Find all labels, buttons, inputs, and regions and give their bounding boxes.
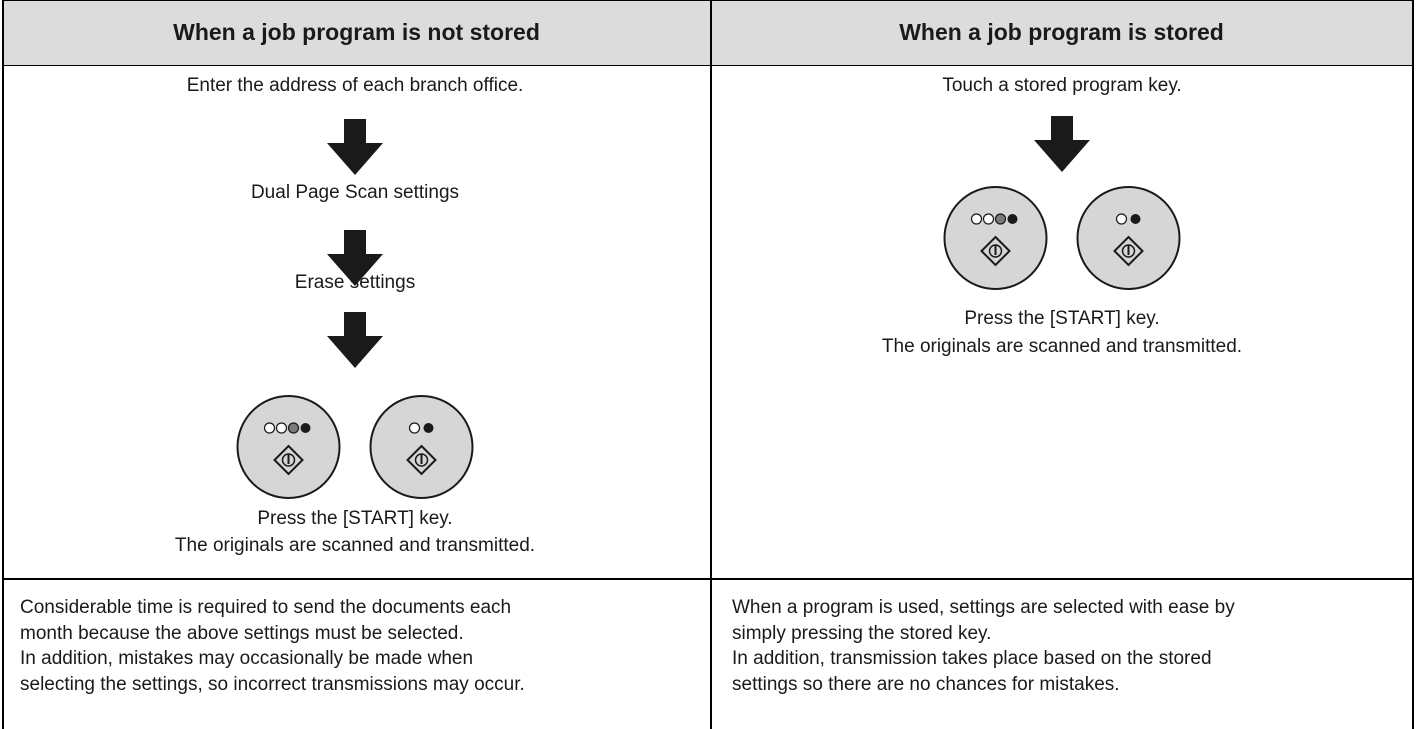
header-not-stored: When a job program is not stored — [173, 19, 540, 45]
color-start-key-icon — [236, 394, 342, 500]
right-note-line: settings so there are no chances for mis… — [732, 673, 1120, 695]
color-start-key-icon — [943, 185, 1049, 291]
bw-start-key-icon — [1076, 185, 1182, 291]
right-note: When a program is used, settings are sel… — [732, 595, 1235, 697]
right-note-line: simply pressing the stored key. — [732, 622, 992, 644]
right-start-keys — [943, 185, 1182, 291]
right-note-line: When a program is used, settings are sel… — [732, 597, 1235, 618]
left-start-keys — [236, 394, 475, 500]
right-caption-press-start: Press the [START] key. — [964, 308, 1160, 329]
row-divider — [2, 578, 1414, 580]
table-left-border — [2, 0, 4, 729]
table-header-row: When a job program is not stored When a … — [2, 0, 1414, 66]
left-note-line: Considerable time is required to send th… — [20, 597, 512, 618]
left-step-erase-settings: Erase settings — [294, 272, 416, 293]
down-arrow-icon — [1034, 116, 1090, 172]
left-note-line: month because the above settings must be… — [20, 622, 464, 644]
left-note-line: In addition, mistakes may occasionally b… — [20, 648, 474, 669]
header-stored: When a job program is stored — [899, 19, 1224, 45]
bw-start-key-icon — [369, 394, 475, 500]
down-arrow-icon — [327, 119, 383, 175]
right-caption-scanned: The originals are scanned and transmitte… — [881, 336, 1243, 357]
right-step-touch-program-key: Touch a stored program key. — [942, 75, 1182, 96]
table-right-border — [1412, 0, 1414, 729]
column-divider — [710, 0, 712, 729]
left-caption-press-start: Press the [START] key. — [257, 508, 453, 529]
down-arrow-icon — [327, 312, 383, 368]
left-note: Considerable time is required to send th… — [20, 595, 525, 697]
left-caption-scanned: The originals are scanned and transmitte… — [174, 535, 536, 556]
left-step-enter-address: Enter the address of each branch office. — [186, 75, 524, 96]
right-note-line: In addition, transmission takes place ba… — [732, 648, 1212, 669]
left-step-dual-page-scan: Dual Page Scan settings — [250, 182, 460, 203]
left-note-line: selecting the settings, so incorrect tra… — [20, 673, 525, 695]
